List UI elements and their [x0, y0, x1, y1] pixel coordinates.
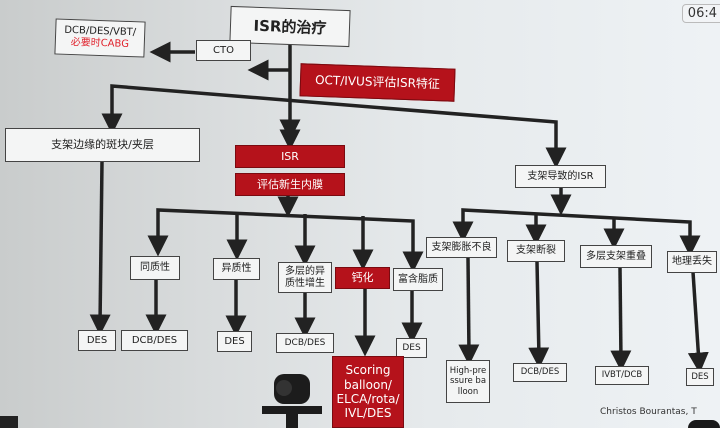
result-calcified: Scoring balloon/ ELCA/rota/ IVL/DES: [332, 356, 404, 428]
type-lipid: 富含脂质: [393, 268, 443, 291]
type-heterogeneous: 异质性: [213, 258, 260, 280]
cto-box: CTO: [196, 40, 251, 61]
result-underexp: High-pressure balloon: [446, 360, 490, 403]
stent-isr-box: 支架导致的ISR: [515, 165, 606, 188]
clock-display: 06:4: [681, 4, 720, 23]
result-geo: DES: [686, 368, 714, 386]
branch-neointima: [156, 208, 415, 262]
audience-head: [688, 420, 720, 428]
neointima-box: 评估新生内膜: [235, 173, 345, 196]
arrow-edge-des: [89, 161, 111, 336]
branch-stent: [461, 208, 692, 246]
result-lipid: DES: [396, 338, 427, 358]
result-fracture: DCB/DES: [513, 363, 567, 382]
result-homo: DCB/DES: [121, 330, 188, 351]
cto-result-box: DCB/DES/VBT/ 必要时CABG: [54, 18, 146, 58]
edge-box: 支架边缘的斑块/夹层: [5, 128, 200, 162]
cause-underexpansion: 支架膨胀不良: [426, 237, 497, 258]
result-multi: DCB/DES: [276, 333, 334, 353]
cause-geographic-miss: 地理丢失: [667, 251, 717, 273]
isr-box: ISR: [235, 145, 345, 168]
cause-overlap: 多层支架重叠: [580, 245, 652, 268]
result-overlap: IVBT/DCB: [595, 366, 649, 385]
type-homogeneous: 同质性: [130, 256, 180, 280]
result-hetero: DES: [217, 331, 252, 352]
credit-text: Christos Bourantas, T: [600, 407, 697, 417]
assess-box: OCT/IVUS评估ISR特征: [299, 63, 456, 102]
camera-icon: [262, 374, 322, 428]
type-multilayer: 多层的异质性增生: [278, 262, 332, 293]
cto-result-line2: 必要时CABG: [70, 36, 130, 51]
type-calcified: 钙化: [335, 267, 390, 289]
podium-edge: [0, 416, 18, 428]
branch-top: [110, 84, 558, 160]
result-edge-des: DES: [78, 330, 116, 351]
cause-fracture: 支架断裂: [507, 240, 565, 262]
